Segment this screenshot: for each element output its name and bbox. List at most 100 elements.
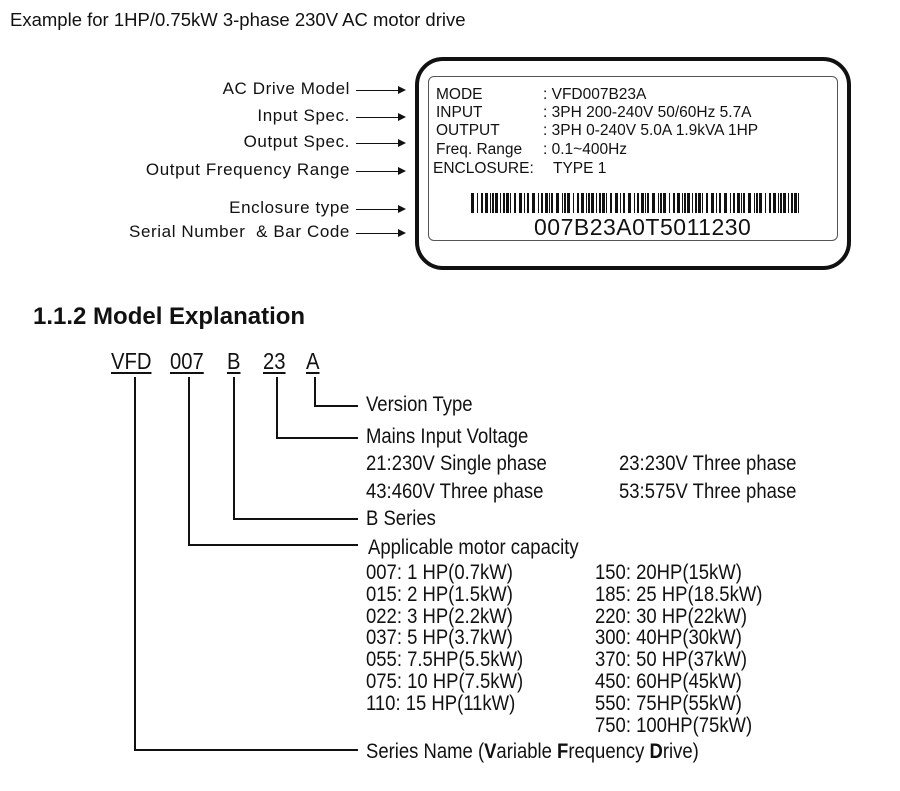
plate-key: INPUT (436, 104, 483, 121)
code-voltage: 23 (263, 348, 286, 374)
barcode-bar (663, 193, 666, 213)
barcode-bar (519, 193, 522, 213)
barcode-bar (577, 193, 579, 213)
connector-line (276, 437, 358, 439)
barcode-bar (606, 193, 607, 213)
text: Series Name ( (366, 740, 485, 763)
barcode-bar (599, 193, 601, 213)
barcode-bar (682, 193, 683, 213)
barcode-bar (541, 193, 543, 213)
capacity-option: 300: 40HP(30kW) (595, 626, 742, 650)
series-name-label: Series Name (Variable Frequency Drive) (366, 740, 699, 764)
voltage-option: 43:460V Three phase (366, 480, 544, 503)
connector-line (314, 405, 358, 407)
barcode-bar (551, 193, 553, 213)
capacity-option: 450: 60HP(45kW) (595, 670, 742, 693)
callout-output: Output Spec. (243, 132, 350, 151)
plate-key: MODE (436, 86, 483, 103)
barcode-bar (573, 193, 574, 213)
capacity-option: 150: 20HP(15kW) (595, 561, 742, 584)
barcode-bar (634, 193, 635, 213)
barcode-bar (506, 193, 509, 213)
code-vfd: VFD (111, 348, 152, 374)
arrow-icon (356, 113, 406, 121)
plate-key: OUTPUT (436, 122, 500, 139)
code-version: A (306, 348, 320, 374)
barcode-bar (581, 193, 584, 213)
plate-value: : VFD007B23A (543, 86, 647, 103)
barcode-bar (743, 193, 745, 213)
barcode-bar (524, 193, 525, 213)
barcode-bar (527, 193, 529, 213)
text: rive) (662, 740, 699, 763)
barcode-bar (677, 193, 680, 213)
barcode-bar (769, 193, 771, 213)
barcode-bar (610, 193, 612, 213)
text: V (484, 740, 497, 763)
barcode-bar (719, 193, 721, 213)
code-capacity: 007 (170, 348, 204, 374)
barcode-bar (695, 193, 697, 213)
barcode-bar (532, 193, 535, 213)
capacity-option: 220: 30 HP(22kW) (595, 604, 748, 628)
barcode-bar (503, 193, 505, 213)
connector-line (314, 377, 316, 406)
barcode-bar (500, 193, 501, 213)
barcode-bar (780, 193, 782, 213)
barcode-bar (556, 193, 559, 213)
capacity-option: 022: 3 HP(2.2kW) (366, 604, 513, 628)
barcode-bar (586, 193, 587, 213)
barcode-bar (698, 193, 701, 213)
plate-value: : 3PH 200-240V 50/60Hz 5.7A (543, 104, 752, 121)
barcode-bar (647, 193, 649, 213)
barcode-bar (687, 193, 690, 213)
version-type-label: Version Type (366, 393, 473, 416)
barcode-bar (778, 193, 779, 213)
barcode-bar (783, 193, 786, 213)
barcode-bar (588, 193, 590, 213)
callout-enclosure: Enclosure type (229, 198, 350, 217)
barcode-bar (637, 193, 639, 213)
text: ariable (496, 740, 558, 763)
nameplate-outer (415, 57, 851, 270)
section-heading: 1.1.2 Model Explanation (33, 303, 306, 330)
barcode-bar (673, 193, 675, 213)
voltage-title: Mains Input Voltage (366, 425, 529, 448)
capacity-option: 007: 1 HP(0.7kW) (366, 561, 513, 584)
barcode-bar (596, 193, 597, 213)
barcode-bar (645, 193, 646, 213)
barcode-bar (652, 193, 655, 213)
barcode-bar (549, 193, 550, 213)
connector-line (134, 749, 358, 751)
barcode-bar (706, 193, 708, 213)
callout-frequency: Output Frequency Range (145, 160, 350, 179)
plate-value: : 0.1~400Hz (543, 141, 628, 158)
capacity-option: 075: 10 HP(7.5kW) (366, 670, 524, 693)
arrow-icon (356, 167, 406, 175)
barcode-bar (773, 193, 776, 213)
connector-line (188, 377, 190, 546)
barcode-bar (620, 193, 621, 213)
connector-line (134, 377, 136, 751)
barcode-bar (471, 193, 474, 213)
callout-serial: Serial Number & Bar Code (129, 222, 350, 241)
barcode-bar (684, 193, 686, 213)
capacity-title: Applicable motor capacity (368, 536, 579, 559)
barcode-bar (591, 193, 594, 213)
voltage-option: 53:575V Three phase (619, 480, 797, 503)
connector-line (233, 518, 358, 520)
capacity-option: 550: 75HP(55kW) (595, 691, 742, 715)
barcode-bar (510, 193, 511, 213)
nameplate-inner (428, 76, 838, 241)
barcode-bar (660, 193, 662, 213)
plate-value: : 3PH 0-240V 5.0A 1.9kVA 1HP (543, 122, 759, 139)
capacity-option: 110: 15 HP(11kW) (366, 691, 516, 715)
capacity-option: 185: 25 HP(18.5kW) (595, 582, 763, 606)
connector-line (188, 544, 358, 546)
text: D (649, 740, 663, 763)
barcode-bar (788, 193, 789, 213)
arrow-icon (356, 86, 406, 94)
barcode-bar (759, 193, 762, 213)
barcode-bar (765, 193, 766, 213)
